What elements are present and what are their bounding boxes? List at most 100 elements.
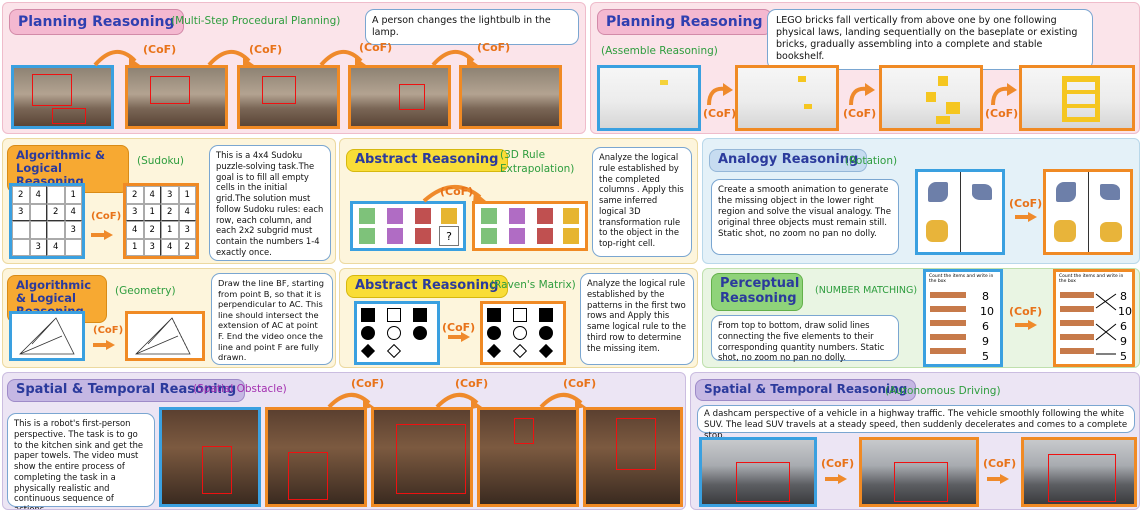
- worksheet-header: Count the items and write in the box: [929, 274, 994, 285]
- task-prompt: A dashcam perspective of a vehicle in a …: [697, 405, 1135, 441]
- panel-title: Perceptual Reasoning: [711, 273, 803, 311]
- panel-analogy: Analogy Reasoning (Rotation) Create a sm…: [702, 138, 1140, 264]
- highlight-box: [616, 418, 656, 470]
- geometry-initial-frame: [9, 311, 85, 361]
- puzzle-initial-frame: ?: [350, 201, 466, 251]
- cof-arrow-icon: [93, 340, 115, 350]
- task-prompt: This is a 4x4 Sudoku puzzle-solving task…: [209, 145, 331, 261]
- count-number: 6: [1120, 320, 1127, 333]
- highlight-box: [262, 76, 296, 104]
- panel-abstract-3d: Abstract Reasoning (3D Rule Extrapolatio…: [339, 138, 698, 264]
- video-frame-1: [699, 437, 817, 507]
- matching-initial-frame: Count the items and write in the box 8 1…: [923, 269, 1003, 367]
- count-number: 5: [1120, 350, 1127, 363]
- cof-arrow-icon: [1015, 212, 1037, 222]
- puzzle-solved-frame: [472, 201, 588, 251]
- panel-planning-assemble: Planning Reasoning (Assemble Reasoning) …: [590, 2, 1140, 134]
- count-number: 9: [982, 335, 989, 348]
- panel-title: Abstract Reasoning: [346, 275, 508, 298]
- count-number: 9: [1120, 335, 1127, 348]
- highlight-box: [150, 76, 190, 104]
- panel-title: Planning Reasoning: [9, 9, 184, 36]
- sudoku-cell: 4: [126, 221, 144, 239]
- sudoku-cell: 3: [178, 221, 196, 239]
- sudoku-cell: 3: [64, 221, 82, 239]
- panel-spatial-obstacle: Spatial & Temporal Reasoning (Spatial Ob…: [2, 372, 686, 510]
- sudoku-cell: 1: [178, 186, 196, 204]
- connecting-lines: [1095, 293, 1117, 355]
- count-number: 10: [1118, 305, 1132, 318]
- panel-autonomous-driving: Spatial & Temporal Reasoning (Autonomous…: [690, 372, 1140, 510]
- cof-label: (CoF): [91, 211, 122, 222]
- sudoku-cell: 1: [161, 221, 179, 239]
- sudoku-cell: 3: [12, 203, 30, 221]
- sudoku-cell: 3: [126, 203, 144, 221]
- sudoku-cell: 2: [161, 203, 179, 221]
- sudoku-cell: 1: [64, 186, 82, 204]
- video-frame-3: [371, 407, 473, 507]
- sudoku-cell: 2: [126, 186, 144, 204]
- panel-title: Abstract Reasoning: [346, 149, 508, 172]
- video-frame-4: [1019, 65, 1135, 131]
- panel-subtitle: (Autonomous Driving): [885, 385, 1001, 397]
- panel-title: Spatial & Temporal Reasoning: [7, 379, 246, 402]
- panel-subtitle: (Spatial Obstacle): [193, 383, 287, 395]
- highlight-box: [52, 108, 86, 124]
- task-prompt: Analyze the logical rule established by …: [580, 273, 694, 365]
- video-frame-3: [1021, 437, 1137, 507]
- count-number: 6: [982, 320, 989, 333]
- analogy-initial-frame: [915, 169, 1005, 255]
- panel-raven: Abstract Reasoning (Raven's Matrix) Anal…: [339, 268, 698, 368]
- panel-subtitle: (Multi-Step Procedural Planning): [171, 15, 341, 27]
- panel-subtitle: (3D Rule Extrapolation): [500, 149, 575, 175]
- cof-label: (CoF): [1009, 197, 1043, 210]
- cof-label: (CoF): [843, 107, 877, 120]
- cof-arrow-icon: [435, 393, 482, 409]
- panel-subtitle: (NUMBER MATCHING): [815, 285, 918, 296]
- video-frame-1: [11, 65, 114, 129]
- cof-label: (CoF): [985, 107, 1019, 120]
- highlight-box: [514, 418, 534, 444]
- cof-arrow-icon: [1015, 320, 1037, 330]
- sudoku-cell: [29, 203, 47, 221]
- highlight-box: [396, 424, 466, 494]
- sudoku-cell: 4: [29, 186, 47, 204]
- task-prompt: A person changes the lightbulb in the la…: [365, 9, 579, 46]
- panel-planning-procedural: Planning Reasoning (Multi-Step Procedura…: [2, 2, 586, 134]
- matching-solved-frame: Count the items and write in the box 8 1…: [1053, 269, 1135, 367]
- panel-title: Analogy Reasoning: [709, 149, 868, 172]
- sudoku-cell: 3: [29, 238, 47, 256]
- highlight-box: [1048, 454, 1116, 502]
- video-frame-4: [477, 407, 579, 507]
- cof-arrow-icon: [849, 83, 875, 106]
- analogy-solved-frame: [1043, 169, 1133, 255]
- panel-subtitle: (Rotation): [845, 155, 898, 167]
- sudoku-cell: 2: [178, 238, 196, 256]
- sudoku-cell: 4: [64, 203, 82, 221]
- triangle-figure: [19, 317, 75, 355]
- panel-title: Planning Reasoning: [597, 9, 772, 36]
- task-prompt: From top to bottom, draw solid lines con…: [711, 315, 899, 362]
- raven-solved-frame: [480, 301, 566, 365]
- worksheet-header: Count the items and write in the box: [1059, 274, 1124, 285]
- sudoku-cell: 4: [143, 186, 161, 204]
- sudoku-cell: 1: [126, 238, 144, 256]
- panel-sudoku: Algorithmic & Logical Reasoning (Sudoku)…: [2, 138, 336, 264]
- cof-arrow-icon: [93, 50, 140, 67]
- panel-subtitle: (Assemble Reasoning): [601, 45, 718, 57]
- video-frame-2: [265, 407, 367, 507]
- sudoku-cell: 1: [143, 203, 161, 221]
- cof-arrow-icon: [319, 50, 366, 67]
- cof-arrow-icon: [422, 184, 486, 204]
- task-prompt: LEGO bricks fall vertically from above o…: [767, 9, 1093, 70]
- task-prompt: Create a smooth animation to generate th…: [711, 179, 899, 255]
- cof-label: (CoF): [1009, 305, 1043, 318]
- panel-subtitle: (Sudoku): [137, 155, 185, 167]
- count-number: 5: [982, 350, 989, 363]
- missing-cell: ?: [439, 226, 459, 246]
- cof-arrow-icon: [825, 474, 847, 484]
- panel-geometry: Algorithmic & Logical Reasoning (Geometr…: [2, 268, 336, 368]
